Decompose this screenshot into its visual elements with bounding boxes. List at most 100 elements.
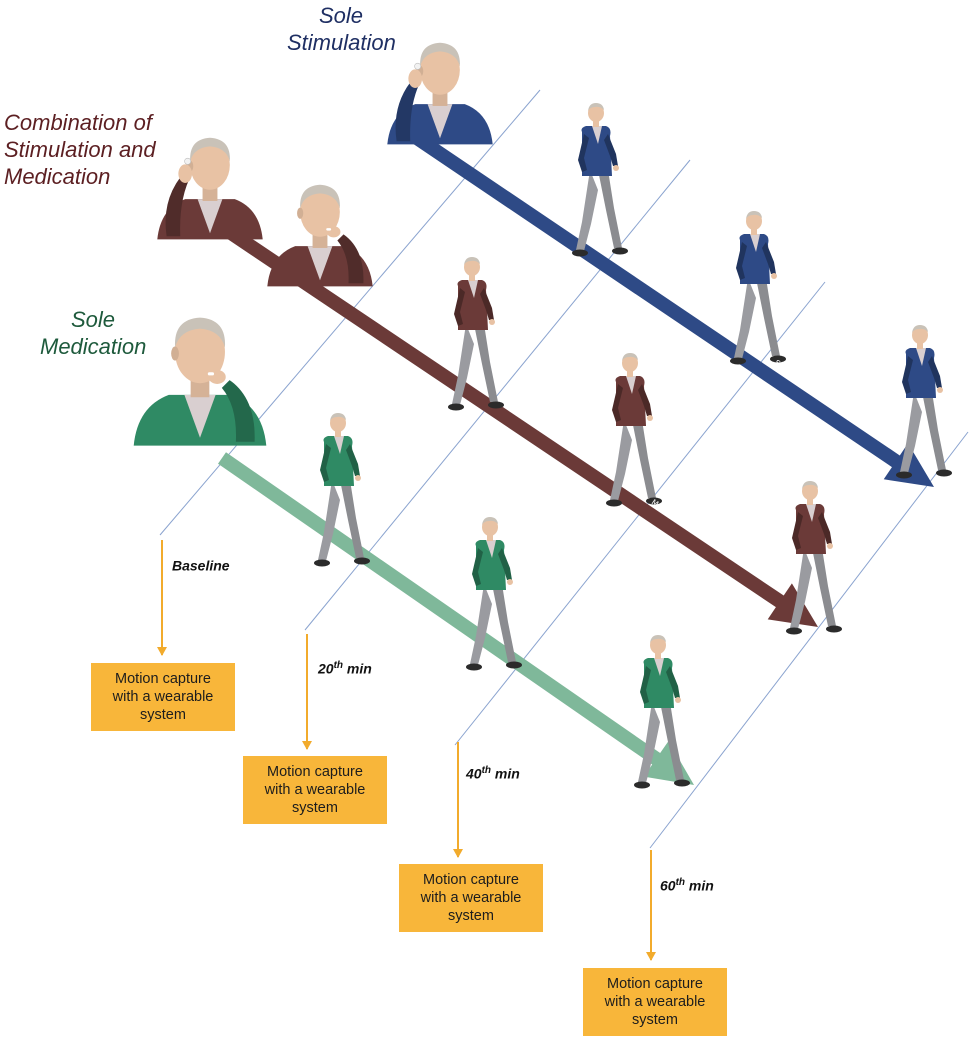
walker-neck: [627, 370, 633, 377]
bust-arm: [337, 234, 364, 284]
walker-hair: [650, 635, 666, 643]
walker-front-leg: [340, 480, 364, 558]
walker-front-leg: [660, 702, 684, 780]
walker-shoe: [634, 781, 650, 789]
walker-back-leg: [470, 584, 492, 665]
walker-shirt: [750, 234, 760, 252]
walker-hair: [482, 517, 498, 525]
walker-neck: [469, 274, 475, 281]
pill-icon: [207, 372, 215, 376]
stimulation-device-icon: [184, 157, 192, 165]
bust-hand: [208, 369, 226, 384]
combination-walker-3: [786, 481, 842, 635]
walker-arm: [454, 288, 465, 326]
bust-hand: [326, 226, 341, 238]
walker-head: [746, 212, 762, 230]
title-combination: Combination of Stimulation and Medicatio…: [4, 109, 156, 190]
title-line: Medication: [40, 334, 147, 359]
bust-hair: [420, 42, 460, 67]
walker-head: [330, 414, 346, 432]
medication-walker-3: [634, 635, 690, 789]
walker-jacket: [643, 658, 674, 708]
title-line: Sole: [318, 3, 364, 28]
walker-shoe: [646, 497, 662, 505]
walker-arm: [612, 384, 623, 422]
walker-hair: [802, 481, 818, 489]
walker-hair: [622, 353, 638, 361]
walker-back-leg: [734, 278, 756, 359]
walker-front-leg: [632, 420, 656, 498]
walker-arm: [902, 356, 913, 394]
title-line: Stimulation: [287, 30, 396, 55]
walker-arm: [640, 666, 651, 704]
connector-arrowhead-1: [302, 741, 312, 750]
walker-back-leg: [610, 420, 632, 501]
motion-capture-box-60-min: Motion capture with a wearable system: [583, 968, 727, 1036]
walker-shoe: [354, 557, 370, 565]
bust-ear: [171, 346, 179, 361]
walker-front-leg: [474, 324, 498, 402]
time-label-60-min: 60th min: [660, 877, 714, 894]
walker-arm: [818, 512, 832, 544]
walker-hair: [588, 103, 604, 111]
walker-hand: [647, 415, 653, 421]
bust-hair: [300, 184, 340, 209]
walker-shoe: [730, 357, 746, 365]
walker-arm: [792, 512, 803, 550]
walker-neck: [335, 430, 341, 437]
walker-shoe: [488, 401, 504, 409]
walker-neck: [917, 342, 923, 349]
walker-neck: [487, 534, 493, 541]
walker-hand: [355, 475, 361, 481]
walker-jacket: [795, 504, 826, 554]
combination-arrow: [224, 225, 818, 627]
walker-shoe: [606, 499, 622, 507]
bust-shirt: [184, 394, 216, 438]
walker-hand: [937, 387, 943, 393]
bust-hand: [408, 69, 423, 88]
walker-arm: [736, 242, 747, 280]
walker-head: [464, 258, 480, 276]
walker-arm: [666, 666, 680, 698]
walker-shirt: [806, 504, 816, 522]
walker-arm: [604, 134, 618, 166]
walker-back-leg: [576, 170, 598, 251]
walker-hand: [613, 165, 619, 171]
walker-shoe: [612, 247, 628, 255]
medication-walker-1: [314, 413, 370, 567]
walker-head: [912, 326, 928, 344]
walker-neck: [751, 228, 757, 235]
medication-patient-portrait: [133, 317, 267, 446]
walker-front-leg: [492, 584, 516, 662]
stimulation-arrow: [404, 126, 934, 487]
pill-icon: [326, 228, 332, 231]
bust-hair: [190, 137, 230, 162]
bust-arm: [221, 380, 255, 442]
bust-arm: [395, 82, 419, 142]
medication-arrow: [218, 452, 695, 785]
walker-front-leg: [922, 392, 946, 470]
stimulation-walker-1: [572, 103, 628, 257]
walker-shoe: [786, 627, 802, 635]
walker-back-leg: [900, 392, 922, 473]
walker-hand: [827, 543, 833, 549]
walker-front-leg: [598, 170, 622, 248]
walker-shoe: [466, 663, 482, 671]
walker-shoe: [936, 469, 952, 477]
walker-arm: [638, 384, 652, 416]
stimulation-walker-3: [896, 325, 952, 479]
walker-shoe: [572, 249, 588, 257]
motion-capture-box-baseline: Motion capture with a wearable system: [91, 663, 235, 731]
walker-arm: [498, 548, 512, 580]
combination-walker-2: [606, 353, 662, 507]
combination-patient-portrait-ear: [157, 137, 263, 240]
bust-ear: [297, 207, 304, 219]
title-line: Medication: [4, 164, 111, 189]
walker-shirt: [592, 126, 602, 144]
bust-head: [175, 320, 225, 384]
walker-neck: [593, 120, 599, 127]
walker-arm: [928, 356, 942, 388]
stimulation-device-icon: [414, 62, 422, 70]
combination-patient-portrait-pill: [267, 184, 373, 287]
